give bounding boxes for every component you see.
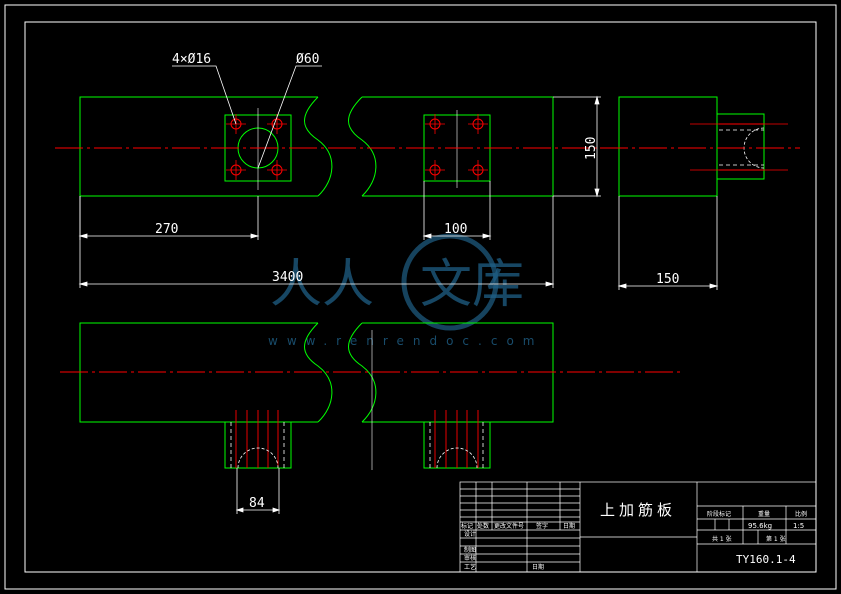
title-block-frame <box>459 481 817 573</box>
left-lug-hidden-bore <box>237 447 279 469</box>
tb-rev-header-3: 签字 <box>536 522 548 530</box>
tb-rev-header-0: 标记 <box>461 522 473 530</box>
label-100: 100 <box>444 222 467 237</box>
tb-sign-row-0: 设计 <box>464 530 476 538</box>
top-view-break-right <box>348 322 377 423</box>
tb-part-name: 上加筋板 <box>600 501 676 519</box>
dim-arrows-84 <box>235 507 281 513</box>
left-lug-centerlines <box>235 410 279 468</box>
dim-arrows-100 <box>422 233 492 239</box>
watermark-text-left: 人人 <box>270 255 374 315</box>
dim-arrows-270 <box>78 233 260 239</box>
front-view-left-segment <box>79 96 318 197</box>
tb-sheet-total: 共 1 张 <box>712 535 732 543</box>
front-view-break-left <box>304 96 333 197</box>
label-150-vertical: 150 <box>584 137 599 160</box>
bolt-hole-centers <box>425 114 488 180</box>
label-84: 84 <box>249 496 265 511</box>
tb-weight-value: 95.6kg <box>748 522 772 530</box>
watermark: 人人 文库 www.renrendoc.com <box>268 233 543 348</box>
top-view <box>60 322 680 470</box>
tb-approve-label: 日期 <box>532 563 544 571</box>
tb-drawing-number: TY160.1-4 <box>736 553 796 566</box>
dim-line-150-side <box>618 196 718 290</box>
dim-line-150-vertical <box>553 96 601 197</box>
tb-stage-label: 阶段标记 <box>707 510 731 518</box>
right-lug-hidden-bore <box>436 447 478 469</box>
tb-sign-row-3: 工艺 <box>464 563 476 571</box>
left-lug-hidden <box>230 422 285 468</box>
label-270: 270 <box>155 222 178 237</box>
side-view-hidden-holes <box>719 129 764 166</box>
title-block <box>459 481 817 573</box>
front-view-break-right <box>348 96 377 197</box>
leader-hole-spec <box>172 65 237 125</box>
dim-arrows-150-vertical <box>594 95 600 198</box>
right-lug-hidden <box>429 422 484 468</box>
tb-scale-label: 比例 <box>795 510 807 518</box>
label-3400: 3400 <box>272 270 303 285</box>
side-view-flange <box>716 113 765 180</box>
tb-scale-value: 1:5 <box>793 522 804 530</box>
front-view-right-segment <box>362 96 554 197</box>
label-bore-spec: Ø60 <box>296 52 319 67</box>
tb-rev-header-4: 日期 <box>563 522 575 530</box>
tb-rev-header-1: 处数 <box>477 522 489 530</box>
dim-line-84 <box>236 468 280 514</box>
top-view-break-left <box>304 322 333 423</box>
side-view <box>600 96 800 197</box>
outer-border <box>4 4 837 590</box>
tb-rev-header-2: 更改文件号 <box>494 522 524 530</box>
tb-rev-rows <box>460 488 580 563</box>
dimensions <box>78 65 719 514</box>
dimension-labels: 4×Ø16 Ø60 270 100 150 3400 150 84 <box>155 52 679 511</box>
leader-bore-spec <box>257 65 322 169</box>
tb-right-columns <box>714 506 787 544</box>
dim-arrows-3400 <box>78 281 555 287</box>
label-150-side: 150 <box>656 272 679 287</box>
tb-sign-row-1: 制图 <box>464 546 476 554</box>
tb-weight-label: 重量 <box>758 510 770 518</box>
tb-right-rows <box>697 505 816 545</box>
inner-frame <box>24 21 817 573</box>
side-view-hole-extensions <box>690 123 788 171</box>
right-lug-centerlines <box>434 410 479 468</box>
dim-line-3400 <box>79 196 554 288</box>
tb-sheet-no: 第 1 张 <box>766 535 786 543</box>
title-block-text: 标记 处数 更改文件号 签字 日期 设计 制图 审核 工艺 日期 上加筋板 阶段… <box>461 501 807 571</box>
dim-arrows-150-side <box>617 283 719 289</box>
tb-sign-row-2: 审核 <box>464 554 476 562</box>
label-hole-spec: 4×Ø16 <box>172 52 211 67</box>
tb-rev-columns <box>475 482 561 572</box>
watermark-text-right: 文库 <box>420 255 524 315</box>
dim-line-100 <box>423 181 491 240</box>
watermark-url: www.renrendoc.com <box>268 334 543 348</box>
front-view <box>55 96 620 197</box>
